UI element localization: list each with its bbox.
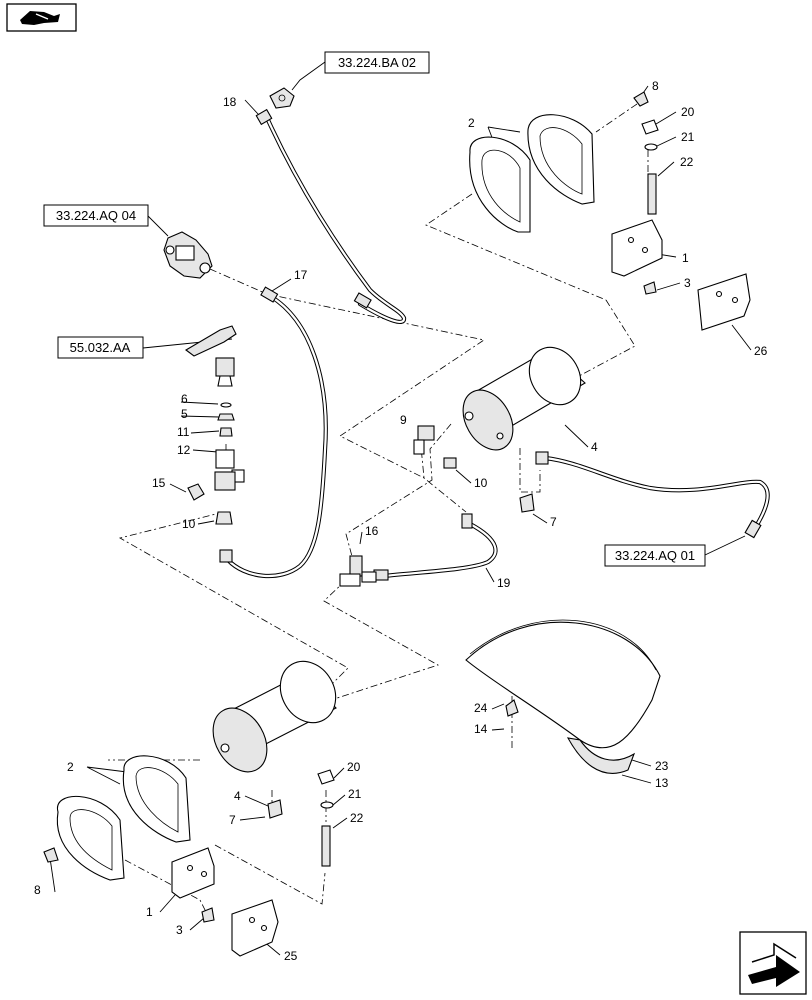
callout-10: 10 <box>182 517 196 531</box>
callout-6: 6 <box>181 392 188 406</box>
callout-17: 17 <box>294 268 308 282</box>
reference-label: 33.224.BA 02 <box>338 55 416 70</box>
callout-14: 14 <box>474 722 488 736</box>
callout-2-lower: 2 <box>67 760 74 774</box>
callout-5: 5 <box>181 407 188 421</box>
callout-26: 26 <box>754 344 768 358</box>
callout-1-lower: 1 <box>146 905 153 919</box>
callout-22-lower: 22 <box>350 811 364 825</box>
callout-12: 12 <box>177 443 191 457</box>
callout-19: 19 <box>497 576 511 590</box>
fitting-stack <box>187 402 245 525</box>
upper-tank-straps <box>469 114 595 233</box>
callout-22: 22 <box>680 155 694 169</box>
reference-box-aq04[interactable]: 33.224.AQ 04 <box>43 204 169 237</box>
assembly-lines <box>108 103 649 913</box>
reference-box-aa[interactable]: 55.032.AA <box>57 336 144 359</box>
hose-fittings <box>219 108 762 581</box>
callout-10-upper: 10 <box>474 476 488 490</box>
callout-25: 25 <box>284 949 298 963</box>
tee-fitting-16 <box>339 555 377 587</box>
callout-11: 11 <box>177 425 190 439</box>
callout-23: 23 <box>655 759 669 773</box>
catalog-section-icon[interactable] <box>6 3 77 32</box>
callout-21: 21 <box>681 130 695 144</box>
callout-16: 16 <box>365 524 379 538</box>
callout-20-lower: 20 <box>347 760 361 774</box>
tee-fitting-9 <box>413 425 535 513</box>
callout-24: 24 <box>474 701 488 715</box>
lower-hardware <box>43 769 335 957</box>
upper-hardware <box>611 91 751 331</box>
sensor-aa <box>185 325 237 387</box>
callout-18: 18 <box>223 95 237 109</box>
callout-2: 2 <box>468 116 475 130</box>
callout-4-lower: 4 <box>234 789 241 803</box>
reference-label: 33.224.AQ 01 <box>615 548 695 563</box>
callout-20: 20 <box>681 105 695 119</box>
callout-15: 15 <box>152 476 166 490</box>
callout-13: 13 <box>655 776 669 790</box>
reference-box-aq01[interactable]: 33.224.AQ 01 <box>604 544 706 567</box>
reference-box-ba02[interactable]: 33.224.BA 02 <box>291 51 430 91</box>
callout-3: 3 <box>684 276 691 290</box>
reference-label: 33.224.AQ 04 <box>56 208 136 223</box>
lower-tank-straps <box>56 755 191 881</box>
callout-9: 9 <box>400 413 407 427</box>
upper-air-tank <box>462 346 586 451</box>
valve-aq04 <box>163 231 213 279</box>
callout-8: 8 <box>652 79 659 93</box>
callout-7-lower: 7 <box>229 813 236 827</box>
fender <box>465 619 661 774</box>
callout-21-lower: 21 <box>348 787 362 801</box>
callout-labels: 18 8 20 21 22 2 1 3 26 17 6 5 11 12 15 1… <box>34 79 768 963</box>
valve-ba02 <box>269 87 295 109</box>
hoses <box>225 117 770 579</box>
callout-3-lower: 3 <box>176 923 183 937</box>
lower-air-tank <box>212 660 337 819</box>
callout-1: 1 <box>682 251 689 265</box>
callout-7: 7 <box>550 515 557 529</box>
callout-4: 4 <box>591 440 598 454</box>
reference-label: 55.032.AA <box>70 340 131 355</box>
next-page-arrow-icon[interactable] <box>739 931 807 995</box>
callout-8-lower: 8 <box>34 883 41 897</box>
